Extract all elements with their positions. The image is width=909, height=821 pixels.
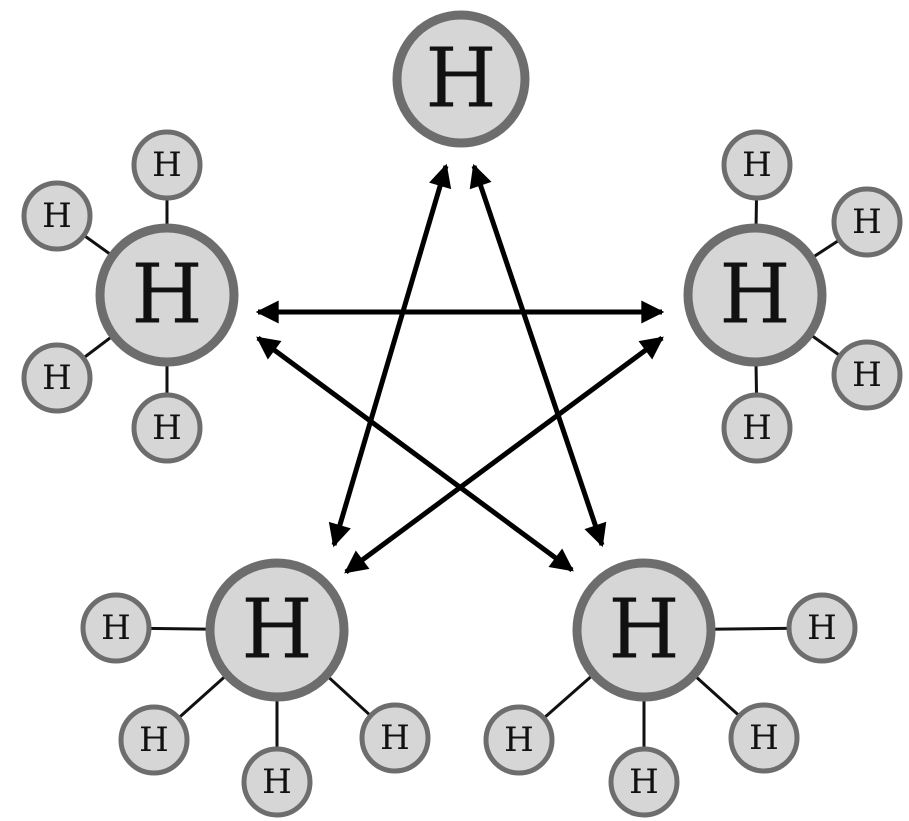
satellite-atom-bottom-left-1: H [118,704,190,776]
satellite-atom-right-1-label: H [852,202,882,242]
satellite-atom-bottom-right-3: H [728,702,800,774]
satellite-atom-bottom-right-2: H [608,746,680,818]
satellite-atom-right-0: H [721,129,793,201]
arrow-top-to-bottom-right [469,163,607,548]
satellite-atom-bottom-right-2-label: H [629,762,659,802]
satellite-atom-left-2: H [21,342,93,414]
satellite-atom-right-3-circle [721,392,793,464]
satellite-atom-bottom-left-2: H [241,746,313,818]
satellite-atom-bottom-right-1-label: H [504,720,534,760]
main-atom-top-label: H [425,32,497,127]
satellite-atom-bottom-right-0-label: H [807,608,837,648]
satellite-atom-bottom-left-3-label: H [380,718,410,758]
main-atom-bottom-right-circle [572,558,716,702]
satellite-atom-right-3-label: H [742,408,772,448]
satellite-atom-left-1-circle [21,180,93,252]
main-atom-top-circle [392,10,530,148]
arrow-left-to-bottom-right [256,335,574,573]
satellite-atom-left-2-label: H [42,358,72,398]
satellite-atom-bottom-right-0-circle [786,592,858,664]
satellite-atom-right-2-label: H [852,355,882,395]
satellite-atom-right-1-circle [831,186,903,258]
atoms-layer: H H H H H H H H H H H H H H H H H H H H H [21,10,903,818]
satellite-atom-right-2: H [831,339,903,411]
satellite-atom-bottom-left-0: H [80,592,152,664]
satellite-atom-bottom-left-2-label: H [262,762,292,802]
satellite-atom-left-0-circle [131,129,203,201]
satellite-atom-bottom-right-1: H [483,704,555,776]
main-atom-bottom-right: H [572,558,716,702]
satellite-atom-left-0-label: H [152,145,182,185]
satellite-atom-right-3: H [721,392,793,464]
satellite-atom-bottom-right-3-circle [728,702,800,774]
satellite-atom-left-3-circle [131,392,203,464]
satellite-atom-left-1-label: H [42,196,72,236]
satellite-atom-bottom-right-1-circle [483,704,555,776]
satellite-atom-bottom-left-0-label: H [101,608,131,648]
main-atom-left: H [95,223,239,367]
main-atom-left-circle [95,223,239,367]
satellite-atom-left-2-circle [21,342,93,414]
satellite-atom-right-0-label: H [742,145,772,185]
satellite-atom-bottom-left-3: H [359,702,431,774]
satellite-atom-left-1: H [21,180,93,252]
satellite-atom-bottom-left-0-circle [80,592,152,664]
main-atom-bottom-right-label: H [608,583,680,678]
arrows-layer [255,163,665,575]
satellite-atom-bottom-right-0: H [786,592,858,664]
satellite-atom-bottom-left-1-label: H [139,720,169,760]
satellite-atom-left-3: H [131,392,203,464]
satellite-atom-bottom-left-2-circle [241,746,313,818]
main-atom-bottom-left-circle [205,558,349,702]
main-atom-top: H [392,10,530,148]
satellite-atom-right-0-circle [721,129,793,201]
main-atom-right: H [683,223,827,367]
satellite-atom-bottom-right-2-circle [608,746,680,818]
main-atom-right-label: H [719,248,791,343]
main-atom-left-label: H [131,248,203,343]
arrow-right-to-bottom-left [344,335,664,575]
satellite-atom-left-3-label: H [152,408,182,448]
main-atom-right-circle [683,223,827,367]
satellite-atom-right-2-circle [831,339,903,411]
satellite-atom-bottom-left-1-circle [118,704,190,776]
satellite-atom-left-0: H [131,129,203,201]
satellite-atom-bottom-right-3-label: H [749,718,779,758]
main-atom-bottom-left-label: H [241,583,313,678]
satellite-atom-bottom-left-3-circle [359,702,431,774]
satellite-atom-right-1: H [831,186,903,258]
main-atom-bottom-left: H [205,558,349,702]
arrow-top-to-bottom-left [328,163,452,548]
